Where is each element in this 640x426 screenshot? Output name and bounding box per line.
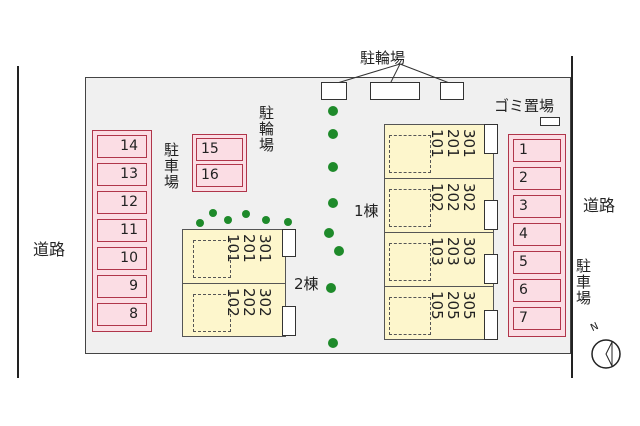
room-outline [389, 297, 431, 335]
building-1-unit-group: 303 203 103 [385, 233, 493, 287]
tree-icon [328, 338, 338, 348]
parking-slot: 11 [97, 219, 147, 242]
tree-icon [284, 218, 292, 226]
garbage-icon [540, 117, 560, 126]
unit-number: 301 [460, 129, 478, 158]
balcony [282, 306, 296, 336]
unit-number: 301 [256, 234, 274, 263]
tree-icon [328, 106, 338, 116]
room-outline [389, 135, 431, 173]
unit-number: 101 [428, 129, 446, 158]
parking-slot: 10 [97, 247, 147, 270]
tree-icon [334, 246, 344, 256]
bike-shed-3 [440, 82, 464, 100]
balcony [484, 310, 498, 340]
bike-parking-mid-label: 駐輪場 [257, 105, 275, 153]
bike-parking-leader-lines [333, 63, 453, 85]
parking-slot: 12 [97, 191, 147, 214]
unit-number: 203 [444, 237, 462, 266]
tree-icon [328, 129, 338, 139]
room-outline [389, 189, 431, 227]
tree-icon [324, 228, 334, 238]
parking-slot: 9 [97, 275, 147, 298]
room-outline [389, 243, 431, 281]
unit-number: 302 [460, 183, 478, 212]
parking-slot: 8 [97, 303, 147, 326]
unit-number: 101 [224, 234, 242, 263]
unit-number: 202 [240, 288, 258, 317]
tree-icon [328, 198, 338, 208]
parking-slot: 3 [513, 195, 561, 218]
room-outline [193, 240, 231, 278]
parking-column-right: 1 2 3 4 5 6 7 [508, 134, 566, 337]
tree-icon [262, 216, 270, 224]
building-2-unit-group: 302 202 102 [183, 284, 285, 338]
parking-slot: 16 [196, 164, 243, 187]
tree-icon [196, 219, 204, 227]
road-left-line [17, 66, 19, 378]
balcony [484, 254, 498, 284]
tree-icon [326, 283, 336, 293]
unit-number: 105 [428, 291, 446, 320]
garbage-label: ゴミ置場 [494, 97, 555, 115]
tree-icon [224, 216, 232, 224]
building-1-unit-group: 302 202 102 [385, 179, 493, 233]
parking-slot: 15 [196, 138, 243, 161]
unit-number: 103 [428, 237, 446, 266]
tree-icon [328, 162, 338, 172]
unit-number: 201 [444, 129, 462, 158]
unit-number: 305 [460, 291, 478, 320]
parking-slot: 1 [513, 139, 561, 162]
road-right-label: 道路 [583, 196, 616, 215]
parking-column-middle: 15 16 [192, 134, 247, 192]
parking-slot: 4 [513, 223, 561, 246]
balcony [484, 200, 498, 230]
building-1-unit-group: 305 205 105 [385, 287, 493, 341]
unit-number: 202 [444, 183, 462, 212]
parking-slot: 2 [513, 167, 561, 190]
bike-parking-top-label: 駐輪場 [360, 49, 406, 67]
balcony [282, 229, 296, 257]
building-1-unit-group: 301 201 101 [385, 125, 493, 179]
unit-number: 303 [460, 237, 478, 266]
tree-icon [209, 209, 217, 217]
parking-slot: 7 [513, 307, 561, 330]
parking-column-left: 14 13 12 11 10 9 8 [92, 130, 152, 332]
building-2-label: 2棟 [294, 275, 319, 293]
parking-slot: 14 [97, 135, 147, 158]
room-outline [193, 294, 231, 332]
unit-number: 205 [444, 291, 462, 320]
bike-shed-1 [321, 82, 347, 100]
building-2-unit-group: 301 201 101 [183, 230, 285, 284]
building-2: 301 201 101 302 202 102 [182, 229, 286, 337]
bike-shed-2 [370, 82, 420, 100]
unit-number: 302 [256, 288, 274, 317]
tree-icon [242, 210, 250, 218]
parking-slot: 6 [513, 279, 561, 302]
building-1: 301 201 101 302 202 102 303 203 103 305 … [384, 124, 494, 340]
parking-slot: 5 [513, 251, 561, 274]
road-right-line [571, 56, 573, 378]
parking-left-label: 駐車場 [162, 142, 180, 190]
balcony [484, 124, 498, 154]
unit-number: 102 [428, 183, 446, 212]
road-left-label: 道路 [33, 240, 66, 259]
building-1-label: 1棟 [354, 202, 379, 220]
unit-number: 102 [224, 288, 242, 317]
unit-number: 201 [240, 234, 258, 263]
compass-icon [591, 339, 621, 369]
parking-right-label: 駐車場 [574, 258, 592, 306]
site-lot [85, 77, 571, 354]
parking-slot: 13 [97, 163, 147, 186]
